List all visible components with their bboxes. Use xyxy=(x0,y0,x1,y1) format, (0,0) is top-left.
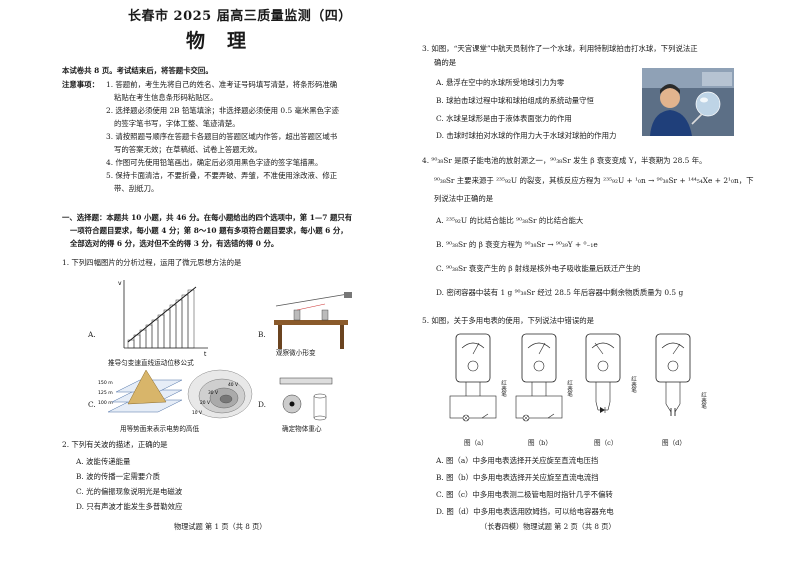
q1-figure-a: v t xyxy=(118,280,208,358)
subject-title: 物理 xyxy=(186,30,269,52)
q5-option: C. 图（c）中多用电表测二极管电阻时指针几乎不偏转 xyxy=(436,490,613,499)
multimeter-b xyxy=(515,333,563,422)
q1-label-d: D. xyxy=(258,400,267,409)
page-right: 3. 如图，“天宫课堂”中航天员制作了一个水球，利用特制球拍击打水球，下列说法正… xyxy=(400,0,800,565)
q4-option: B. ⁹⁰₃₈Sr 的 β 衰变方程为 ⁹⁰₃₈Sr → ⁹⁰₃₉Y + ⁰₋₁… xyxy=(436,240,598,249)
q3-option: C. 水球呈球形是由于液体表面张力的作用 xyxy=(436,114,572,123)
note-line: 带、刮纸刀。 xyxy=(114,184,159,193)
slice-rects xyxy=(127,289,195,349)
section-heading: 一、选择题：本题共 10 小题，共 46 分。在每小题给出的四个选项中，第 1—… xyxy=(62,213,353,222)
q2-option: B. 波的传播一定需要介质 xyxy=(76,472,161,481)
q2-option: D. 只有声波才能发生多普勒效应 xyxy=(76,502,183,511)
notes-label: 注意事项： xyxy=(62,80,99,89)
q1-caption-c: 用等势面来表示电势的高低 xyxy=(120,425,200,433)
q2-stem: 2. 下列有关波的描述，正确的是 xyxy=(62,440,168,449)
note-line: 5. 保持卡面清洁，不要折叠，不要弄破、弄皱，不准使用涂改液、修正 xyxy=(106,171,338,180)
astronaut-photo xyxy=(642,68,734,136)
note-line: 4. 作图可先使用铅笔画出，确定后必须用黑色字迹的签字笔描黑。 xyxy=(106,158,323,167)
q3-option: A. 悬浮在空中的水球所受地球引力为零 xyxy=(436,78,565,87)
q1-figure-c: 150 m 125 m 100 m 40 V 30 V 20 V 10 V xyxy=(98,369,253,419)
figure-caption-c: 图（c） xyxy=(594,439,618,447)
note-line: 1. 答题前，考生先将自己的姓名、准考证号码填写清楚，将条形码准确 xyxy=(106,80,338,89)
q2-option: A. 波能传递能量 xyxy=(76,457,131,466)
page-left: 长春市 2025 届高三质量监测（四） 物理 本试卷共 8 页。考试结束后，将答… xyxy=(62,9,353,531)
note-line: 写的答案无效；在草稿纸、试卷上答题无效。 xyxy=(114,145,262,154)
probe-label: 红表笔 xyxy=(700,392,706,409)
q3-option: B. 球拍击球过程中球和球拍组成的系统动量守恒 xyxy=(436,96,594,105)
q4-stem: ⁹⁰₃₈Sr 主要来源于 ²³⁵₉₂U 的裂变，其核反应方程为 ²³⁵₉₂U +… xyxy=(434,176,754,185)
potential-label: 40 V xyxy=(228,382,238,388)
q4-option: A. ²³⁵₉₂U 的比结合能比 ⁹⁰₃₈Sr 的比结合能大 xyxy=(436,216,584,225)
figure-caption-d: 图（d） xyxy=(662,439,687,447)
potential-label: 20 V xyxy=(200,400,210,406)
figure-caption-b: 图（b） xyxy=(528,439,553,447)
q1-label-b: B. xyxy=(258,330,266,339)
q5-option: A. 图（a）中多用电表选择开关应旋至直流电压挡 xyxy=(436,456,599,465)
note-line: 2. 选择题必须使用 2B 铅笔填涂；非选择题必须使用 0.5 毫米黑色字迹 xyxy=(106,106,339,115)
axis-v-label: v xyxy=(118,280,122,287)
section-heading: 全部选对的得 6 分，选对但不全的得 3 分，有选错的得 0 分。 xyxy=(70,239,279,248)
probe-label: 红表笔 xyxy=(566,380,572,397)
q2-option: C. 光的偏振现象说明光是电磁波 xyxy=(76,487,183,496)
axis-t-label: t xyxy=(204,351,207,358)
q3-stem: 3. 如图，“天宫课堂”中航天员制作了一个水球，利用特制球拍击打水球，下列说法正 xyxy=(422,44,698,53)
equipotential-rings xyxy=(187,369,253,419)
intro-text: 本试卷共 8 页。考试结束后，将答题卡交回。 xyxy=(62,66,213,75)
multimeter-a xyxy=(449,333,497,422)
q1-figure-b xyxy=(274,292,352,349)
alt-label: 125 m xyxy=(98,390,113,396)
q1-label-c: C. xyxy=(88,400,96,409)
multimeter-d xyxy=(655,333,691,416)
q1-figure-d xyxy=(279,377,333,421)
note-line: 的签字笔书写，字体工整、笔迹清楚。 xyxy=(114,119,240,128)
q5-option: B. 图（b）中多用电表选择开关应旋至直流电流挡 xyxy=(436,473,599,482)
q1-stem: 1. 下列四幅图片的分析过程，运用了微元思想方法的是 xyxy=(62,258,242,267)
q1-caption-b: 观察微小形变 xyxy=(276,349,316,357)
probe-label: 红表笔 xyxy=(630,376,636,393)
q3-stem: 确的是 xyxy=(434,58,457,67)
q1-caption-a: 推导匀变速直线运动位移公式 xyxy=(108,359,194,367)
multimeter-c xyxy=(585,333,621,413)
exam-title: 长春市 2025 届高三质量监测（四） xyxy=(128,9,352,24)
alt-label: 150 m xyxy=(98,380,113,386)
note-line: 3. 请按照题号顺序在答题卡各题目的答题区域内作答，超出答题区域书 xyxy=(106,132,338,141)
section-heading: 一项符合题目要求，每小题 4 分；第 8～10 题有多项符合题目要求，每小题 6… xyxy=(70,226,348,235)
note-line: 粘贴在考生信息条形码粘贴区。 xyxy=(114,93,218,102)
figure-caption-a: 图（a） xyxy=(464,439,488,447)
q4-option: C. ⁹⁰₃₈Sr 衰变产生的 β 射线是核外电子吸收能量后跃迁产生的 xyxy=(436,264,641,273)
q4-option: D. 密闭容器中装有 1 g ⁹⁰₃₈Sr 经过 28.5 年后容器中剩余物质质… xyxy=(436,288,684,297)
potential-label: 30 V xyxy=(208,390,218,396)
q4-stem: 4. ⁹⁰₃₈Sr 是原子能电池的放射源之一，⁹⁰₃₈Sr 发生 β 衰变变成 … xyxy=(422,156,707,165)
q5-stem: 5. 如图，关于多用电表的使用，下列说法中错误的是 xyxy=(422,316,594,325)
q4-stem: 列说法中正确的是 xyxy=(434,194,494,203)
page-footer-left: 物理试题 第 1 页（共 8 页） xyxy=(174,522,267,531)
potential-label: 10 V xyxy=(192,410,202,416)
q5-option: D. 图（d）中多用电表选用欧姆挡，可以给电容器充电 xyxy=(436,507,614,516)
probe-label: 红表笔 xyxy=(500,380,506,397)
q3-option: D. 击球时球拍对水球的作用力大于水球对球拍的作用力 xyxy=(436,131,617,140)
q1-label-a: A. xyxy=(88,330,96,339)
q1-caption-d: 确定物体重心 xyxy=(282,425,322,433)
alt-label: 100 m xyxy=(98,400,113,406)
page-footer-right: （长春四模）物理试题 第 2 页（共 8 页） xyxy=(480,522,616,531)
